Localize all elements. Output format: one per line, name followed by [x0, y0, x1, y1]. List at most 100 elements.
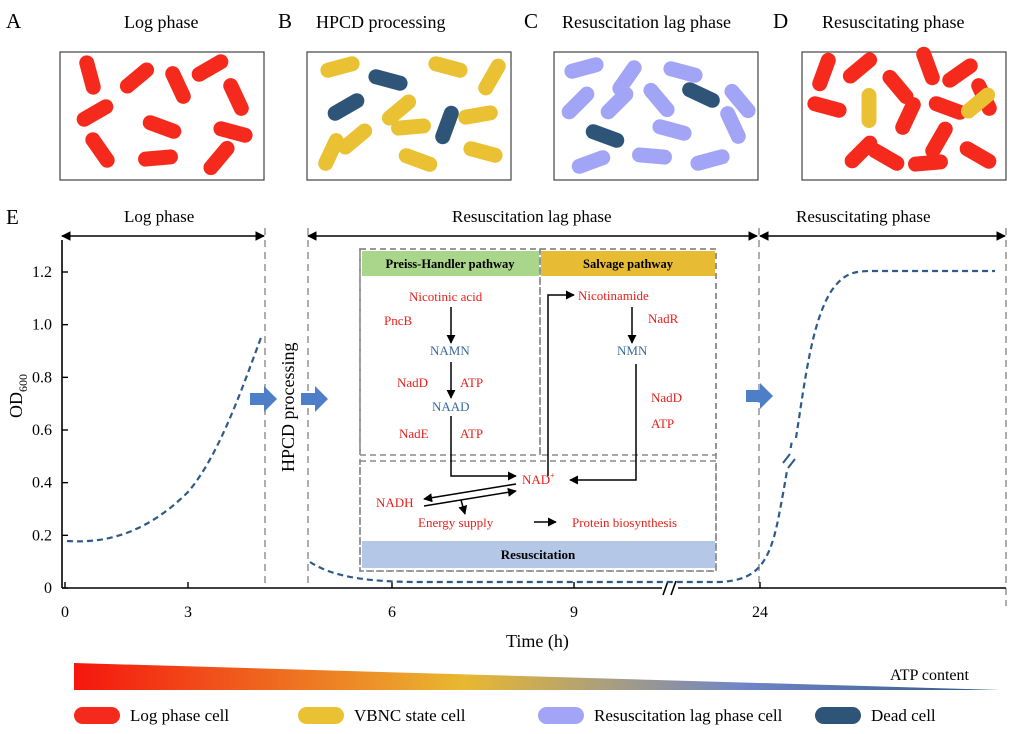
lag-phase-label: Resuscitation lag phase [452, 207, 612, 226]
lag-phase-cell [663, 61, 703, 83]
panel-c: C Resuscitation lag phase [524, 9, 759, 181]
salvage-header [541, 251, 715, 276]
namn-label: NAMN [430, 343, 470, 358]
x-axis-label: Time (h) [506, 631, 569, 652]
y-tick-labels: 00.20.40.60.81.01.2 [32, 264, 68, 597]
y-tick-label: 0.2 [32, 527, 52, 544]
log-phase-cell [119, 62, 155, 94]
preiss-handler-header [362, 251, 539, 276]
nmn-label: NMN [617, 343, 648, 358]
panel-c-cells [561, 57, 756, 174]
curve-resuscitating-phase [794, 269, 995, 439]
nicotinic-acid-label: Nicotinic acid [409, 289, 483, 304]
arrow-nad-to-nadh [423, 483, 517, 503]
lag-phase-cell [561, 86, 595, 120]
arrow-nad-to-nicotinamide [547, 290, 575, 476]
panel-b-letter: B [278, 9, 292, 33]
lag-phase-cell [632, 147, 672, 165]
vbnc-cell [318, 133, 344, 171]
x-tick-label: 6 [388, 604, 396, 621]
panel-a-title: Log phase [124, 12, 198, 32]
pathway-arrows [423, 290, 637, 527]
nicotinamide-label: Nicotinamide [578, 288, 649, 303]
log-phase-cell [76, 99, 114, 127]
log-phase-cell [942, 58, 978, 88]
vbnc-cell [428, 56, 468, 78]
legend-swatch [538, 707, 584, 724]
blue-arrow-2 [301, 386, 328, 412]
log-phase-cell [165, 66, 191, 104]
y-axis-label: OD600 [6, 374, 30, 418]
panel-c-letter: C [524, 9, 538, 33]
log-phase-cell [959, 141, 997, 169]
legend-swatch [815, 707, 861, 724]
dead-cell [682, 82, 720, 108]
pncb-label: PncB [384, 313, 413, 328]
salvage-title: Salvage pathway [583, 257, 674, 271]
hpcd-processing-label: HPCD processing [278, 343, 298, 473]
preiss-handler-title: Preiss-Handler pathway [385, 257, 515, 271]
dead-cell [435, 105, 459, 145]
blue-arrow-3 [746, 383, 773, 409]
log-phase-cell [79, 55, 101, 95]
nadd-label-1: NadD [397, 375, 428, 390]
log-phase-cell [908, 154, 948, 172]
panel-b-title: HPCD processing [316, 12, 446, 32]
x-tick-label: 3 [184, 604, 192, 621]
curve-log-phase [66, 334, 264, 543]
dead-cell [368, 69, 408, 91]
naad-label: NAAD [432, 399, 470, 414]
y-tick-label: 1.2 [32, 264, 52, 281]
log-phase-cell [895, 97, 921, 135]
dead-cell [585, 124, 625, 148]
vbnc-cell [337, 123, 373, 155]
lag-phase-cell [643, 82, 675, 118]
vbnc-cell [960, 87, 996, 119]
resuscitation-title: Resuscitation [501, 547, 576, 562]
arrow-nmn-to-nad [569, 364, 637, 485]
lag-phase-cell [690, 149, 730, 171]
inset-outer-box [359, 248, 717, 572]
log-phase-cell [842, 52, 878, 84]
pathway-inset: Preiss-Handler pathway Salvage pathway R… [359, 248, 717, 572]
arrow-naad-to-nad [450, 416, 517, 481]
log-phase-cell [223, 78, 249, 116]
lag-phase-cell [600, 86, 634, 120]
atp-gradient: ATP content [74, 663, 1000, 690]
vbnc-cell [320, 56, 360, 78]
log-phase-cell [812, 52, 836, 92]
panel-d: D Resuscitating phase [773, 9, 1007, 181]
nadd-label-2: NadD [651, 390, 682, 405]
lag-phase-cell [724, 83, 756, 119]
vbnc-cell [458, 105, 498, 125]
log-phase-cell [213, 121, 253, 143]
panel-d-title: Resuscitating phase [822, 12, 964, 32]
salvage-box [539, 248, 717, 456]
x-tick-label: 0 [61, 604, 69, 621]
log-phase-cell [142, 115, 182, 139]
vbnc-cell [391, 118, 431, 136]
log-phase-cell [844, 135, 878, 169]
panel-d-letter: D [773, 9, 788, 33]
log-phase-cell [882, 69, 914, 105]
panel-e-letter: E [6, 205, 19, 229]
curve-break [782, 448, 796, 470]
legend-label: Dead cell [871, 706, 936, 725]
nadr-label: NadR [648, 311, 679, 326]
panel-b-cells [318, 56, 506, 172]
atp-label-2: ATP [460, 426, 483, 441]
panel-a: A Log phase [6, 9, 265, 181]
x-tick-label: 9 [570, 604, 578, 621]
lag-phase-cell [612, 60, 642, 96]
log-phase-cell [138, 149, 178, 167]
x-tick-label: 24 [752, 604, 768, 621]
blue-arrow-1 [250, 386, 277, 412]
vbnc-cell [861, 88, 877, 128]
panel-e: E Log phase Resuscitation lag phase Resu… [6, 205, 1007, 652]
legend-label: VBNC state cell [354, 706, 466, 725]
arrow-nadh-to-nad [423, 487, 517, 507]
legend-swatch [74, 707, 120, 724]
y-tick-label: 0.4 [32, 475, 52, 492]
resuscitation-box [359, 460, 717, 572]
